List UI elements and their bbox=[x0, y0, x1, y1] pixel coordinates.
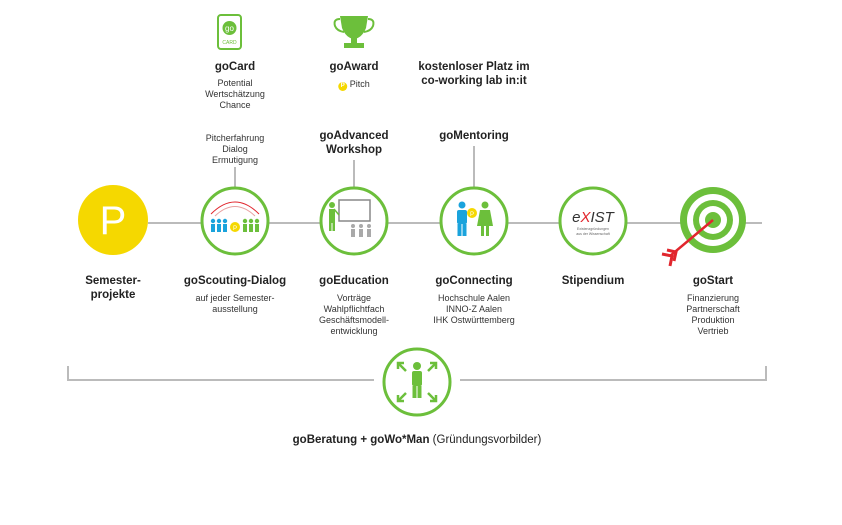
stage-line: auf jeder Semester- bbox=[195, 293, 275, 303]
gocard-icon: go CARD bbox=[217, 14, 242, 50]
svg-text:Existenzgründungen: Existenzgründungen bbox=[577, 227, 609, 231]
stage-start-lines: Finanzierung Partnerschaft Produktion Ve… bbox=[686, 293, 740, 337]
gocard-lines-1: Potential Wertschätzung Chance bbox=[205, 78, 265, 111]
bracket-left bbox=[67, 366, 374, 381]
stage-line: Wahlpflichtfach bbox=[323, 304, 385, 314]
gocard-icon-text: go bbox=[225, 24, 234, 33]
stage-scouting-title: goScouting-Dialog bbox=[183, 275, 287, 287]
stage-education-title: goEducation bbox=[319, 275, 389, 287]
gocard-line: Dialog bbox=[222, 144, 248, 154]
stage-line: Produktion bbox=[691, 315, 735, 325]
education-icon bbox=[319, 186, 389, 256]
target-icon bbox=[661, 187, 746, 267]
coworking-title-line: co-working lab in:it bbox=[421, 75, 527, 87]
stage-stipendium-title: Stipendium bbox=[561, 275, 625, 287]
pitch-badge-icon: P bbox=[338, 82, 348, 91]
stage-scouting-lines: auf jeder Semester- ausstellung bbox=[195, 293, 274, 315]
semester-p-icon: P bbox=[78, 185, 148, 255]
stage-connecting-title: goConnecting bbox=[435, 275, 513, 287]
stage-line: ausstellung bbox=[212, 304, 258, 314]
gocard-line: Pitcherfahrung bbox=[205, 133, 265, 143]
stage-line: Geschäftsmodell- bbox=[318, 315, 390, 325]
svg-text:P: P bbox=[470, 212, 474, 218]
coworking-title-line: kostenloser Platz im bbox=[418, 61, 530, 73]
stage-line: Partnerschaft bbox=[686, 304, 740, 314]
gocard-icon-sub: CARD bbox=[222, 40, 237, 46]
stage-line: INNO-Z Aalen bbox=[445, 304, 503, 314]
goaward-title: goAward bbox=[329, 61, 379, 73]
beratung-icon bbox=[382, 347, 452, 417]
svg-text:P: P bbox=[233, 226, 237, 232]
stage-education-lines: Vorträge Wahlpflichtfach Geschäftsmodell… bbox=[319, 293, 389, 337]
gocard-lines-2: Pitcherfahrung Dialog Ermutigung bbox=[206, 133, 265, 166]
goadvanced-title-line: Workshop bbox=[325, 144, 383, 156]
bracket-right bbox=[460, 366, 767, 381]
stage-connecting-lines: Hochschule Aalen INNO-Z Aalen IHK Ostwür… bbox=[433, 293, 515, 326]
scouting-icon: P bbox=[200, 186, 270, 256]
stage-line: entwicklung bbox=[330, 326, 378, 336]
connecting-icon: P bbox=[439, 186, 509, 256]
stage-title-line: projekte bbox=[90, 289, 136, 301]
goaward-pitch: P Pitch bbox=[338, 79, 370, 91]
svg-text:eXIST: eXIST bbox=[572, 209, 616, 226]
goadvanced-title-line: goAdvanced bbox=[319, 130, 389, 142]
svg-text:aus der Wissenschaft: aus der Wissenschaft bbox=[576, 232, 609, 236]
stage-semester-title: Semester- projekte bbox=[85, 274, 141, 302]
beratung-subtitle: (Gründungsvorbilder) bbox=[429, 434, 542, 446]
coworking-title: kostenloser Platz im co-working lab in:i… bbox=[418, 60, 529, 88]
beratung-label: goBeratung + goWo*Man (Gründungsvorbilde… bbox=[293, 434, 542, 446]
stage-line: Vertrieb bbox=[697, 326, 729, 336]
stage-line: Hochschule Aalen bbox=[437, 293, 511, 303]
gocard-line: Wertschätzung bbox=[205, 89, 265, 99]
gomentoring-title: goMentoring bbox=[439, 130, 509, 142]
svg-text:P: P bbox=[100, 199, 127, 243]
stage-start-title: goStart bbox=[692, 275, 734, 287]
stage-line: Vorträge bbox=[336, 293, 372, 303]
gocard-line: Chance bbox=[219, 100, 251, 110]
gocard-title: goCard bbox=[214, 61, 256, 73]
stage-title-line: Semester- bbox=[85, 275, 141, 287]
goadvanced-title: goAdvanced Workshop bbox=[319, 129, 388, 157]
beratung-title: goBeratung + goWo*Man bbox=[292, 434, 430, 446]
gocard-line: Potential bbox=[217, 78, 253, 88]
trophy-icon bbox=[333, 16, 375, 48]
exist-logo-icon: eXIST Existenzgründungen aus der Wissens… bbox=[558, 186, 628, 256]
stage-line: Finanzierung bbox=[686, 293, 740, 303]
stage-line: IHK Ostwürttemberg bbox=[433, 315, 515, 325]
pitch-label: Pitch bbox=[349, 79, 370, 89]
gocard-line: Ermutigung bbox=[211, 155, 259, 165]
